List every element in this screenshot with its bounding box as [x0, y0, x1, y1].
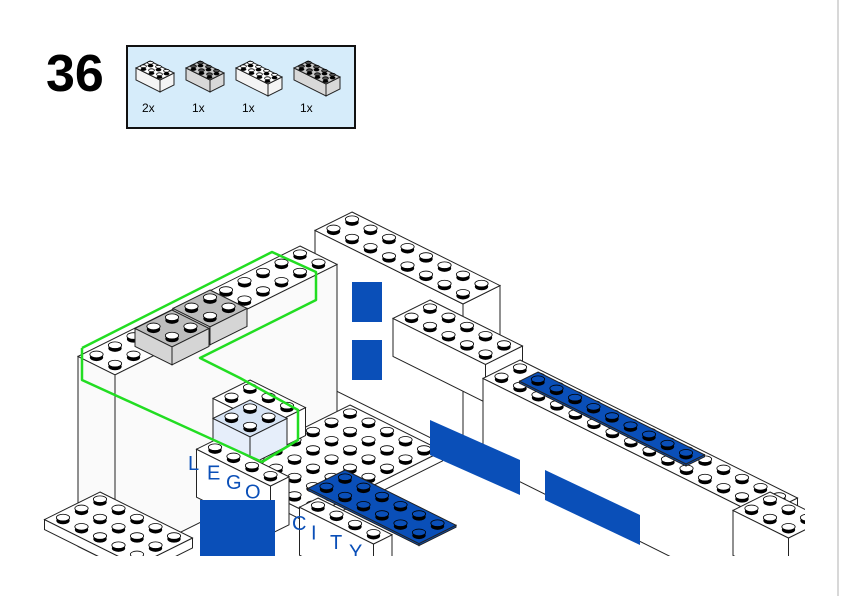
stud [322, 79, 329, 83]
stud [256, 75, 263, 79]
part-brick [134, 60, 176, 93]
stud [198, 71, 205, 75]
window-blue [352, 340, 382, 380]
printed-letter-tile: G [226, 472, 242, 494]
printed-letter-tile: C [292, 513, 306, 535]
printed-letter-tile: O [245, 482, 261, 504]
blue-wall-panel [430, 420, 520, 495]
stud [205, 68, 212, 72]
blue-wall-panel [200, 500, 275, 556]
stud [313, 68, 320, 72]
printed-letter-tile: I [311, 523, 317, 545]
stud [147, 64, 154, 68]
stud [155, 68, 162, 72]
stud [197, 64, 204, 68]
stud [206, 75, 213, 79]
printed-letter-tile: L [188, 453, 199, 475]
part-qty: 1x [300, 101, 313, 115]
stud [140, 67, 147, 71]
stud [148, 71, 155, 75]
brick-icon [234, 60, 284, 97]
part-gray-brick-2x3: 1x [184, 57, 236, 121]
brick-icon [292, 60, 342, 97]
stud [314, 75, 321, 79]
window-blue [352, 282, 382, 322]
stud [156, 75, 163, 79]
base-plate [43, 491, 194, 556]
brick-icon [184, 60, 226, 93]
stud [247, 64, 254, 68]
brick-icon [134, 60, 176, 93]
parts-list-box: 2x 1x 1x 1x [126, 45, 356, 129]
gray-brick [133, 309, 211, 366]
stud [298, 67, 305, 71]
stud [263, 72, 270, 76]
right-wall [481, 359, 799, 556]
stud [305, 64, 312, 68]
city-tile-row [298, 497, 394, 556]
stud [329, 76, 336, 80]
blue-wall-panel [545, 470, 640, 545]
part-white-brick-2x4: 1x [234, 57, 294, 121]
part-qty: 1x [242, 101, 255, 115]
right-end-brick [731, 491, 805, 556]
step-number: 36 [46, 45, 104, 103]
stud [306, 71, 313, 75]
stud [264, 79, 271, 83]
blue-floor-stripe [306, 469, 458, 547]
printed-letter-tile: E [207, 463, 220, 485]
part-qty: 1x [192, 101, 205, 115]
blue-top-stripe [518, 371, 706, 467]
part-brick [234, 60, 284, 97]
stud [240, 67, 247, 71]
stud [321, 72, 328, 76]
part-white-brick-2x3: 2x [134, 57, 186, 121]
printed-letter-tile: Y [349, 542, 362, 564]
part-qty: 2x [142, 101, 155, 115]
printed-letter-tile: T [330, 532, 342, 554]
stud [248, 71, 255, 75]
stud [255, 68, 262, 72]
part-brick [184, 60, 226, 93]
new-part-highlight-outline [80, 250, 318, 464]
part-gray-brick-2x4: 1x [292, 57, 352, 121]
stud [271, 76, 278, 80]
stud [190, 67, 197, 71]
stud [213, 72, 220, 76]
part-brick [292, 60, 342, 97]
stud [163, 72, 170, 76]
page-edge-divider [837, 0, 839, 596]
